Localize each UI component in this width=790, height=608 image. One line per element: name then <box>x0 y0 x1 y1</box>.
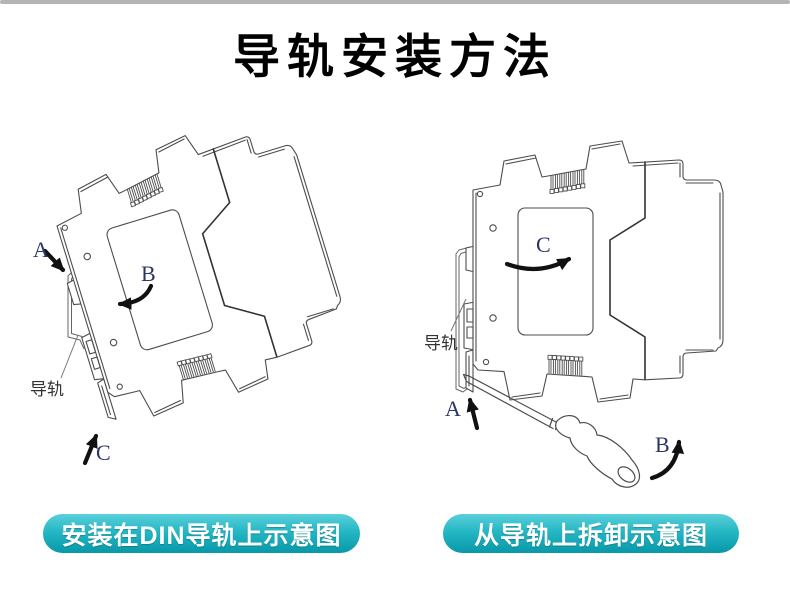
page-title: 导轨安装方法 <box>233 30 557 83</box>
top-divider <box>0 0 790 4</box>
screwdriver-handle <box>555 415 641 488</box>
screwdriver <box>462 373 641 488</box>
rail-leader-line <box>60 334 79 379</box>
remove-diagram: C A B 导轨 <box>424 140 724 488</box>
arrow-b-lever <box>649 439 685 481</box>
label-b: B <box>655 432 670 457</box>
isolator-module-mounted <box>463 140 724 403</box>
screwdriver-handle-end <box>617 466 636 483</box>
rail-leader-line <box>450 298 467 332</box>
arrow-c-rotate <box>504 256 572 272</box>
label-c: C <box>96 440 111 465</box>
arrow-a-pry <box>466 397 480 431</box>
arrow-b-rotate <box>117 283 154 310</box>
label-a: A <box>445 396 461 421</box>
label-rail: 导轨 <box>30 380 64 399</box>
arrow-c-press <box>82 433 99 466</box>
label-rail: 导轨 <box>424 334 458 353</box>
screwdriver-shaft <box>462 373 557 430</box>
label-b: B <box>141 261 156 286</box>
arrow-a-hook <box>42 248 66 273</box>
label-a: A <box>33 237 49 262</box>
isolator-module-tilted <box>33 105 359 433</box>
label-c: C <box>536 232 551 257</box>
install-arrows <box>42 248 154 466</box>
caption-install: 安装在DIN导轨上示意图 <box>43 514 360 553</box>
caption-remove: 从导轨上拆卸示意图 <box>443 514 739 553</box>
install-diagram: A B C 导轨 <box>30 105 359 466</box>
remove-arrows <box>466 256 685 481</box>
